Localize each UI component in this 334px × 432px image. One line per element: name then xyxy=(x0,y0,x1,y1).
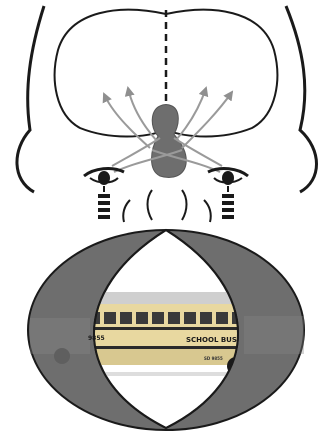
bus-windows xyxy=(88,312,260,324)
bus-number: 9855 xyxy=(88,335,105,342)
right-eye-icon xyxy=(208,169,248,219)
bus-small-text: SD 9855 xyxy=(204,356,223,361)
cheek-right-curve xyxy=(204,200,211,222)
head-outline-left xyxy=(17,6,44,192)
cheek-left-curve xyxy=(123,200,130,222)
left-eye-icon xyxy=(84,169,124,219)
bus-side-label: SCHOOL BUS xyxy=(186,336,237,344)
bus-ghost-right xyxy=(244,316,304,354)
visual-field-diagram: SCHOOL BUS 9855 SD 9855 xyxy=(28,230,304,430)
nose-right-curve xyxy=(182,190,187,220)
right-hemisphere xyxy=(166,10,277,137)
left-hemisphere xyxy=(55,10,166,137)
head-outline-right xyxy=(286,6,317,192)
nose-left-curve xyxy=(148,190,153,220)
brain-diagram xyxy=(17,6,317,222)
